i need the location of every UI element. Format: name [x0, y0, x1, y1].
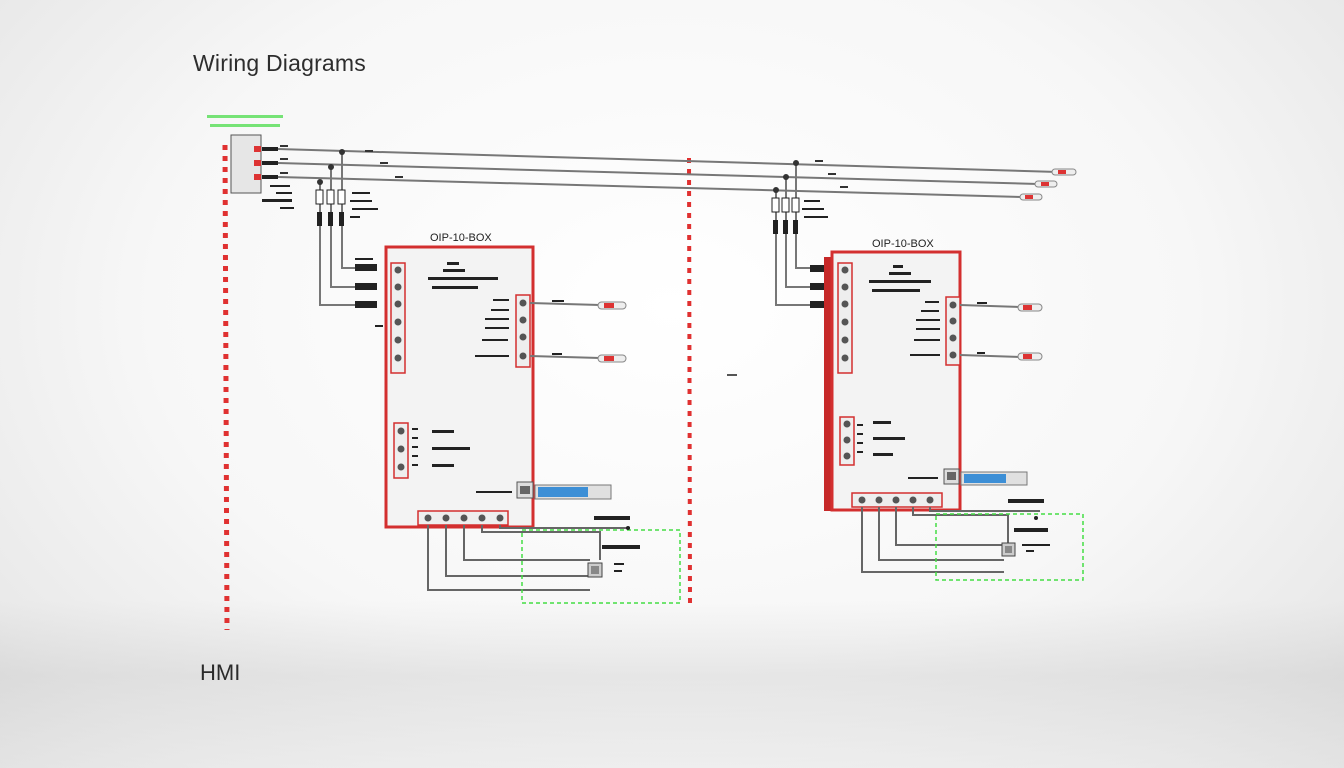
middle-dashed-rail — [687, 157, 692, 606]
left-dashed-rail — [222, 144, 230, 631]
module-right: OIP-10-BOX — [771, 160, 1084, 581]
module-left-display — [516, 481, 612, 500]
module-right-enclosure — [830, 250, 962, 512]
module-right-display — [943, 468, 1028, 486]
module-right-title: OIP-10-BOX — [872, 238, 934, 250]
floor-shadow — [0, 600, 1344, 768]
module-left-remote-box — [521, 516, 681, 604]
page-title: Wiring Diagrams — [193, 50, 366, 76]
module-left-title: OIP-10-BOX — [430, 232, 492, 244]
module-left: OIP-10-BOX — [315, 149, 681, 604]
source-tag-green — [207, 115, 283, 127]
source-terminal-block — [230, 134, 294, 209]
module-right-remote-box — [935, 499, 1084, 581]
main-bus-lines — [277, 148, 1059, 198]
hmi-label: HMI — [200, 660, 241, 685]
bus-terminators — [1019, 168, 1077, 201]
module-left-enclosure — [384, 245, 535, 529]
